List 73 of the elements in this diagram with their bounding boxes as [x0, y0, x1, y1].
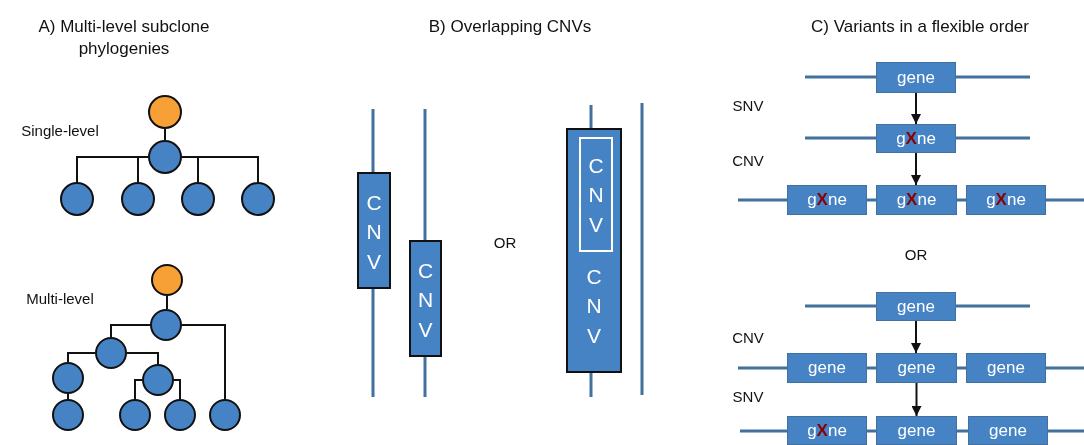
clone-circle: [148, 140, 182, 174]
annotation-text: OR: [492, 233, 518, 253]
annotation-text: SNV: [731, 96, 765, 116]
gene-label: gene: [897, 420, 936, 441]
clone-circle: [52, 399, 84, 431]
clone-circle: [142, 364, 174, 396]
gene-block: [966, 185, 1046, 215]
tree-branch-line: [67, 352, 96, 363]
cnv-segment: [357, 172, 391, 289]
panel-heading: B) Overlapping CNVs: [427, 16, 593, 38]
gene-label: gene: [987, 358, 1025, 378]
gene-label: gXne: [807, 420, 847, 441]
gene-block: [968, 416, 1048, 445]
clone-circle: [209, 399, 241, 431]
gene-block: [787, 416, 867, 445]
gene-block: [876, 185, 957, 215]
gene-label: gene: [808, 358, 846, 378]
arrow: [911, 152, 921, 186]
annotation-text: Multi-level: [25, 289, 95, 309]
tree-branch-line: [110, 324, 151, 338]
gene-label: gene: [989, 420, 1027, 441]
clone-circle: [95, 337, 127, 369]
gene-block: [876, 62, 956, 93]
clone-circle: [148, 95, 182, 129]
gene-block: [876, 353, 957, 383]
cnv-label: CNV: [587, 153, 605, 238]
gene-block: [787, 353, 867, 383]
tree-branch-line: [67, 393, 69, 400]
gene-label: gXne: [896, 128, 936, 149]
tree-branch-line: [164, 128, 166, 141]
tree-branch-line: [166, 295, 168, 310]
annotation-text: Single-level: [20, 121, 100, 141]
tree-branch-line: [181, 156, 259, 183]
gene-block: [876, 124, 956, 153]
gene-label: gene: [897, 296, 935, 317]
gene-block: [876, 292, 956, 321]
annotation-text: CNV: [731, 328, 765, 348]
panel-heading: A) Multi-level subclone phylogenies: [37, 16, 211, 61]
gene-block: [787, 185, 867, 215]
clone-circle: [119, 399, 151, 431]
cnv-segment: [566, 128, 622, 373]
annotation-text: SNV: [731, 387, 765, 407]
cnv-label: CNV: [365, 190, 383, 275]
gene-label: gXne: [986, 190, 1026, 210]
panel-heading: C) Variants in a flexible order: [810, 16, 1030, 38]
tree-branch-line: [134, 379, 143, 400]
arrow: [911, 382, 922, 417]
gene-block: [876, 416, 957, 445]
gene-block: [966, 353, 1046, 383]
nested-cnv-segment: [579, 137, 613, 252]
tree-branch-line: [137, 156, 149, 183]
arrow: [911, 92, 921, 125]
cnv-label: CNV: [416, 258, 435, 343]
clone-circle: [164, 399, 196, 431]
gene-label: gene: [897, 358, 936, 378]
clone-circle: [241, 182, 275, 216]
arrow: [911, 320, 921, 354]
clone-circle: [60, 182, 94, 216]
gene-label: gene: [897, 67, 935, 88]
clone-circle: [181, 182, 215, 216]
cnv-label: CNV: [585, 264, 603, 349]
tree-branch-line: [126, 352, 159, 365]
gene-label: gXne: [896, 190, 937, 210]
tree-branch-line: [181, 324, 226, 400]
clone-circle: [121, 182, 155, 216]
tree-branch-line: [173, 379, 181, 400]
cnv-segment: [409, 240, 442, 357]
annotation-text: OR: [903, 245, 929, 265]
annotation-text: CNV: [731, 151, 765, 171]
gene-label: gXne: [807, 190, 847, 210]
clone-circle: [52, 362, 84, 394]
clone-circle: [150, 309, 182, 341]
clone-circle: [151, 264, 183, 296]
